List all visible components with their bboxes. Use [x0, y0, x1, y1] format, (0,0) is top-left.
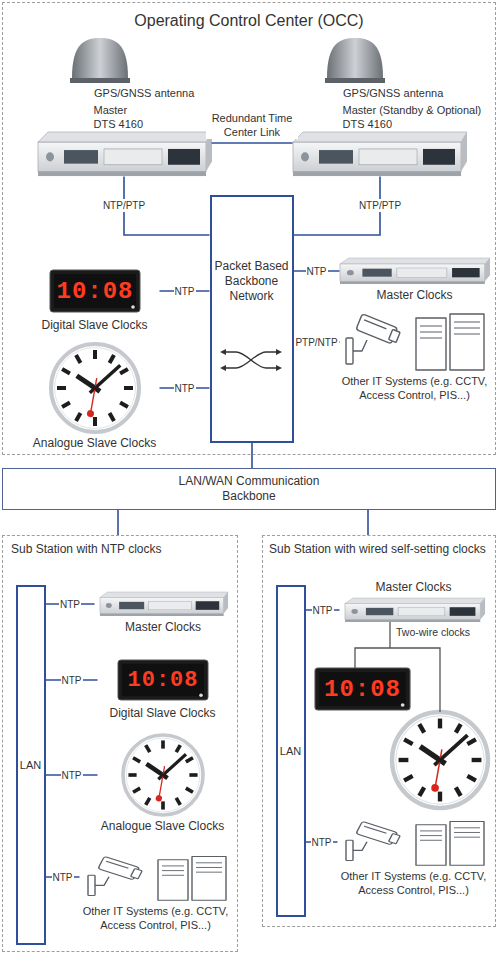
it-systems-icon: [346, 821, 484, 865]
device-caption: Other IT Systems (e.g. CCTV, Access Cont…: [80, 904, 232, 932]
master-device: [100, 592, 228, 616]
device-node: Master Clocks: [340, 258, 490, 303]
device-node: Analogue Slave Clocks: [98, 735, 228, 834]
crossover-symbol: [226, 352, 276, 368]
edge-label: NTP: [174, 285, 196, 298]
edge-label: NTP: [52, 871, 74, 884]
device-node: Analogue Slave Clocks: [30, 344, 160, 451]
edge-label: NTP/PTP: [102, 199, 146, 212]
clock-display: 10:08: [50, 270, 140, 312]
network-bus: LAN: [16, 585, 46, 945]
edge-label: NTP: [311, 836, 333, 849]
it-systems-icon: [88, 856, 226, 900]
gnss-antenna: [70, 38, 130, 83]
edge-label: NTP: [61, 769, 83, 782]
bus-label: LAN: [20, 758, 41, 772]
device-node: Master DTS 4160: [38, 103, 212, 177]
site-region: LAN Master ClocksDigital Slave ClocksAnal…: [2, 535, 238, 952]
edge-label: Redundant Time Center Link: [206, 111, 298, 139]
connector: [117, 510, 119, 535]
region-heading: Operating Control Center (OCC): [11, 11, 487, 31]
master-device: [345, 598, 485, 622]
device-node: Master Clocks: [95, 592, 232, 635]
edge-label: NTP: [61, 674, 83, 687]
edge-label: NTP: [312, 604, 334, 617]
device-caption: Analogue Slave Clocks: [98, 819, 228, 834]
edge-label: NTP: [306, 265, 328, 278]
it-systems-icon: [346, 314, 484, 370]
analogue-clock: [51, 344, 139, 432]
clock-display: 10:08: [315, 668, 410, 710]
analogue-clock: [392, 712, 488, 808]
edge-label: PTP/NTP: [294, 336, 338, 349]
edge-label: NTP: [59, 598, 81, 611]
connector: [212, 142, 293, 144]
network-bus: LAN/WAN Communication Backbone: [2, 468, 496, 510]
site-region: LAN Master ClocksOther IT Systems (e.g. C…: [262, 535, 496, 927]
device-caption: Other IT Systems (e.g. CCTV, Access Cont…: [340, 374, 490, 402]
digital-clock: [315, 668, 410, 710]
antenna-label: GPS/GNSS antenna: [94, 86, 194, 100]
device-caption: Digital Slave Clocks: [98, 706, 228, 721]
clock-display: 10:08: [118, 660, 208, 700]
network-bus: Packet Based Backbone Network: [210, 195, 294, 443]
bus-label: LAN: [280, 744, 301, 758]
site-region: Master DTS 4160 Master (Standby & Optiona…: [2, 2, 496, 455]
master-device: [38, 132, 212, 176]
region-heading: Sub Station with wired self-setting cloc…: [269, 542, 489, 557]
digital-clock: [50, 270, 140, 312]
master-device: [340, 258, 490, 284]
bus-label: Packet Based Backbone Network: [212, 259, 292, 304]
edge-label: NTP: [174, 382, 196, 395]
device-caption: Other IT Systems (e.g. CCTV, Access Cont…: [338, 869, 490, 897]
device-node: Master Clocks: [340, 580, 488, 621]
device-caption: Master Clocks: [95, 620, 232, 635]
device-caption: Master Clocks: [340, 288, 490, 303]
device-caption: Analogue Slave Clocks: [30, 436, 160, 451]
antenna-label: GPS/GNSS antenna: [343, 86, 443, 100]
wire-label: Two-wire clocks: [396, 626, 470, 639]
device-caption: Digital Slave Clocks: [30, 318, 160, 333]
device-node: Other IT Systems (e.g. CCTV, Access Cont…: [340, 312, 490, 402]
device-node: Other IT Systems (e.g. CCTV, Access Cont…: [80, 855, 232, 932]
region-heading: Sub Station with NTP clocks: [11, 542, 229, 557]
network-bus: LAN: [276, 585, 306, 917]
digital-clock: [118, 660, 208, 700]
edge-label: NTP/PTP: [358, 199, 402, 212]
connector: [367, 510, 369, 535]
device-node: Other IT Systems (e.g. CCTV, Access Cont…: [338, 820, 490, 897]
master-device: [293, 132, 467, 176]
device-caption: Master DTS 4160: [94, 103, 146, 131]
gnss-antenna: [325, 38, 385, 83]
analogue-clock: [123, 735, 203, 815]
crossover-arrowheads: [220, 349, 282, 371]
bus-label: LAN/WAN Communication Backbone: [174, 474, 324, 504]
device-caption: Master (Standby & Optional) DTS 4160: [343, 103, 488, 131]
device-caption: Master Clocks: [340, 580, 488, 595]
device-node: Master (Standby & Optional) DTS 4160: [293, 103, 490, 177]
connector: [251, 443, 253, 469]
